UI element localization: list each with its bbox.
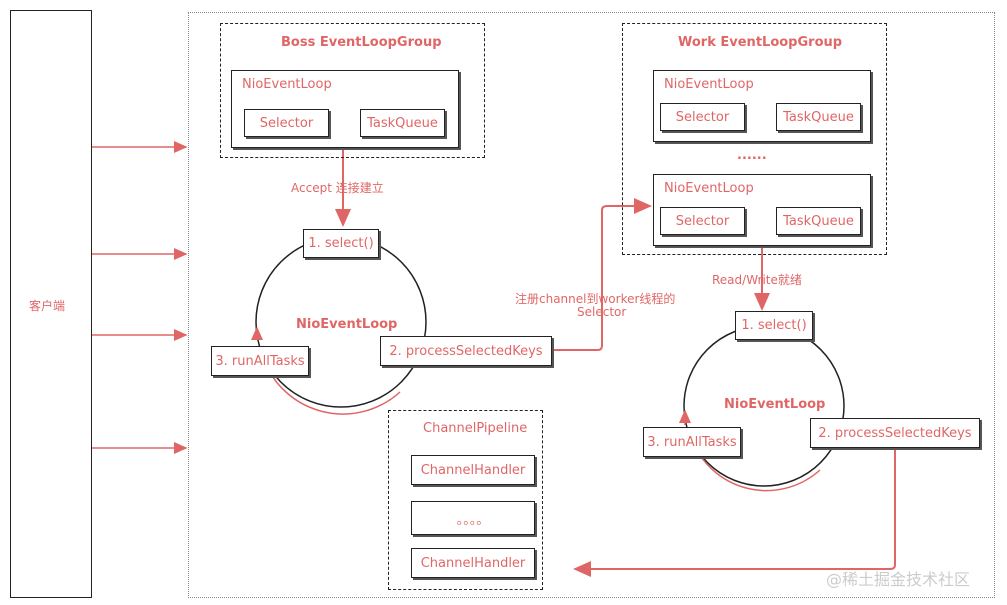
work-loop1-label: NioEventLoop [664, 77, 754, 92]
client-box: 客户端 [10, 10, 92, 598]
readwrite-label: Read/Write就绪 [712, 273, 802, 287]
register-label-line2: Selector [577, 305, 627, 319]
work-step-process: 2. processSelectedKeys [810, 418, 980, 448]
boss-step-process: 2. processSelectedKeys [380, 336, 552, 366]
work-selector-2: Selector [660, 207, 745, 235]
channel-pipeline: ChannelPipeline ChannelHandler 。。。。 Chan… [388, 410, 543, 590]
boss-selector: Selector [244, 109, 329, 137]
pipeline-handler-1: ChannelHandler [411, 455, 535, 485]
work-loop2-label: NioEventLoop [664, 181, 754, 196]
boss-step-runalltasks: 3. runAllTasks [211, 346, 309, 376]
work-cycle-highlight [691, 439, 821, 492]
pipeline-handler-2: ChannelHandler [411, 548, 535, 578]
boss-taskqueue: TaskQueue [360, 109, 445, 137]
boss-step-select: 1. select() [303, 229, 379, 258]
client-label: 客户端 [29, 299, 66, 313]
work-cycle-center-label: NioEventLoop [724, 397, 826, 412]
work-group: Work EventLoopGroup NioEventLoop Selecto… [622, 23, 887, 255]
register-arrow [552, 198, 652, 351]
work-step-select: 1. select() [735, 311, 813, 340]
watermark-text: @稀土掘金技术社区 [826, 570, 971, 589]
register-label-line1: 注册channel到worker线程的 [515, 292, 676, 306]
server-container [188, 12, 995, 598]
pipeline-ellipsis: 。。。。 [411, 501, 535, 535]
work-group-title: Work EventLoopGroup [678, 35, 843, 50]
boss-loop-label: NioEventLoop [242, 77, 332, 92]
work-nioeventloop-2: NioEventLoop Selector TaskQueue [653, 174, 871, 246]
work-ellipsis: ...... [737, 148, 767, 163]
pipeline-arrow [573, 447, 896, 577]
work-nioeventloop-1: NioEventLoop Selector TaskQueue [653, 70, 871, 142]
accept-label: Accept 连接建立 [291, 181, 384, 195]
boss-group-title: Boss EventLoopGroup [281, 35, 442, 50]
boss-cycle-center-label: NioEventLoop [296, 317, 398, 332]
boss-group: Boss EventLoopGroup NioEventLoop Selecto… [220, 23, 485, 158]
work-selector-1: Selector [660, 103, 745, 131]
work-taskqueue-1: TaskQueue [776, 103, 861, 131]
pipeline-title: ChannelPipeline [423, 421, 528, 436]
work-step-runalltasks: 3. runAllTasks [643, 427, 741, 457]
work-taskqueue-2: TaskQueue [776, 207, 861, 235]
boss-nioeventloop: NioEventLoop Selector TaskQueue [231, 70, 459, 148]
